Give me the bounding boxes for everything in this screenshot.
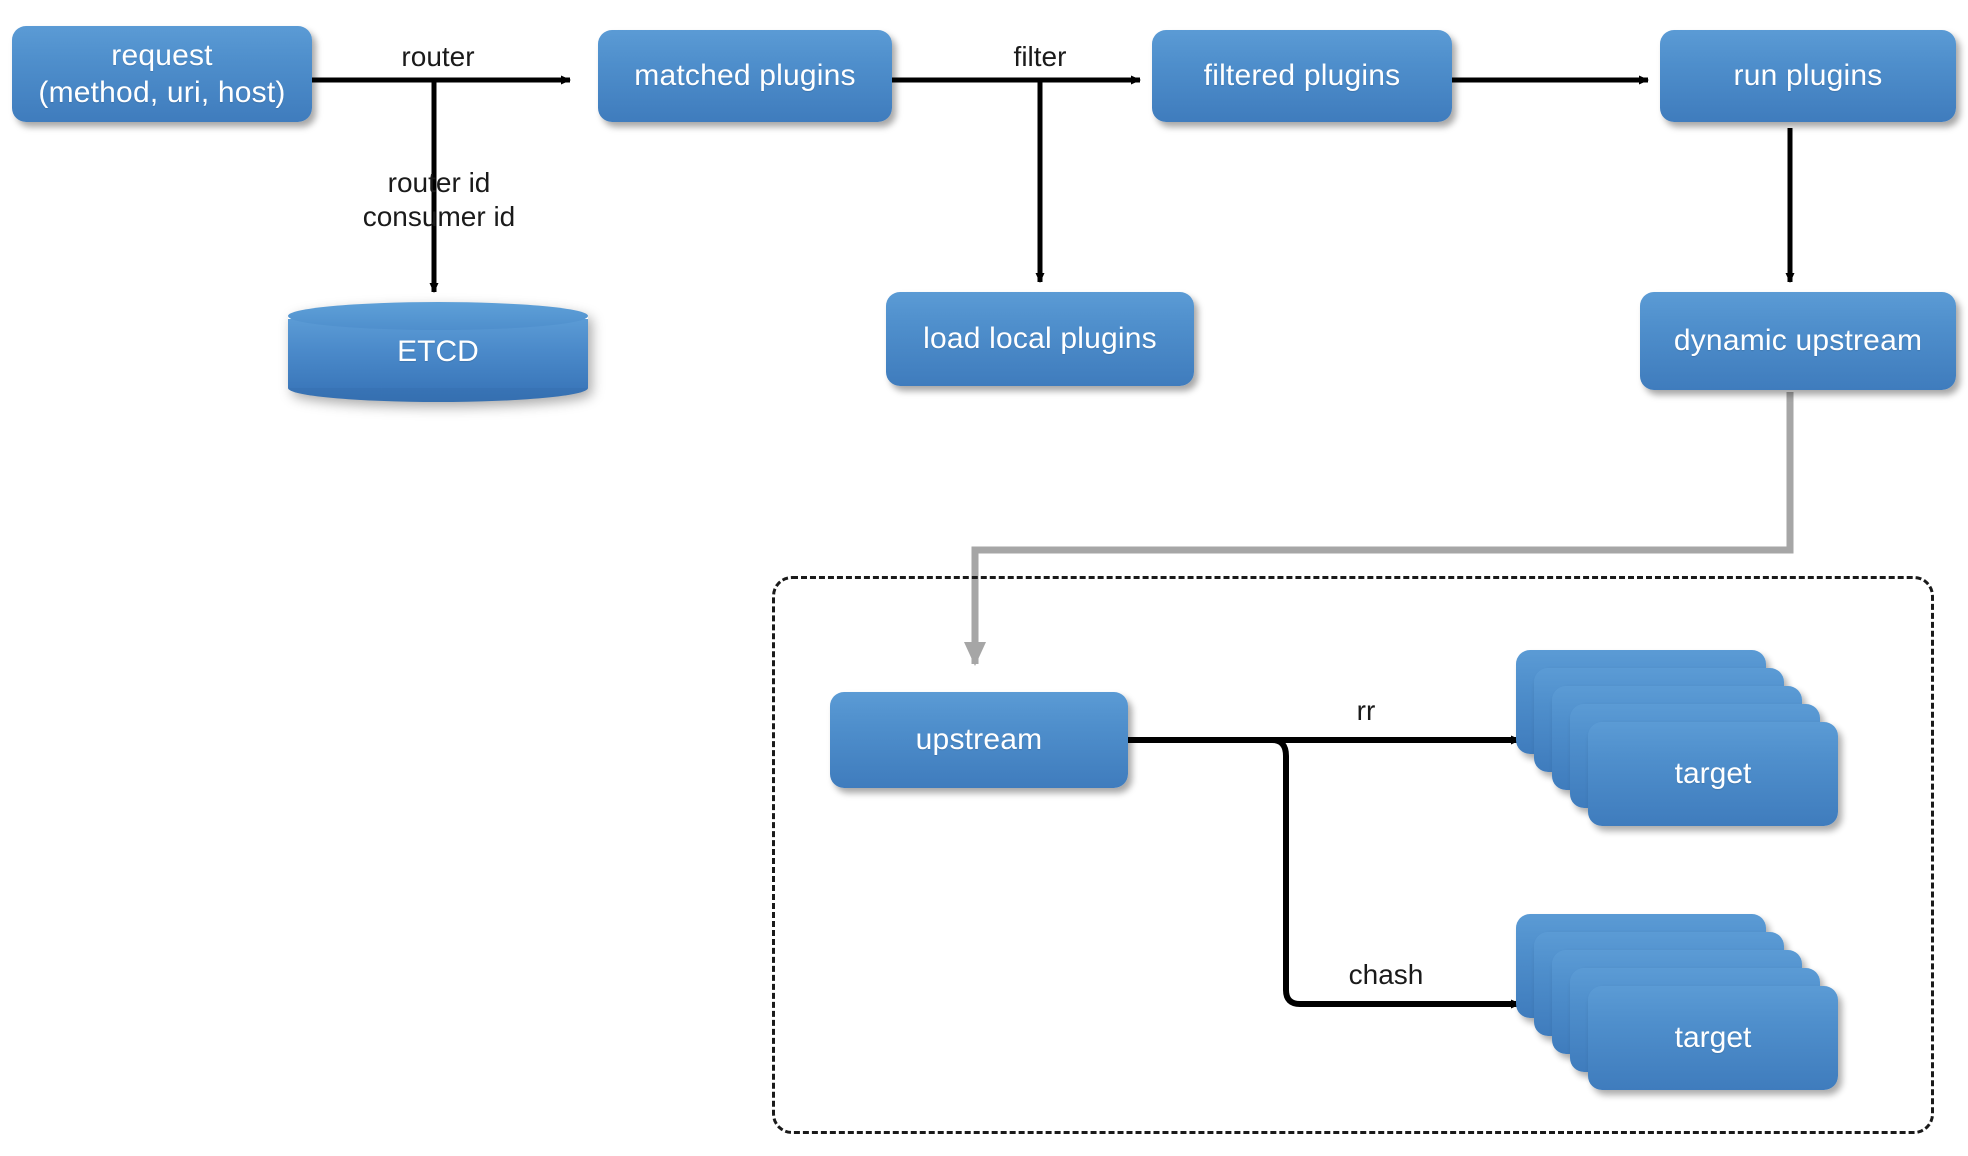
node-etcd-label: ETCD [397, 335, 479, 368]
node-load-local-plugins-label: load local plugins [923, 322, 1157, 356]
upstream-group-container [772, 576, 1934, 1134]
node-request[interactable]: request (method, uri, host) [12, 26, 312, 122]
node-target-chash-label: target [1674, 1021, 1752, 1054]
node-request-label: request (method, uri, host) [38, 38, 286, 110]
node-upstream-label: upstream [915, 723, 1043, 757]
node-run-plugins[interactable]: run plugins [1660, 30, 1956, 122]
target-rr-layer-1: target [1588, 722, 1838, 826]
target-chash-layer-1: target [1588, 986, 1838, 1090]
node-filtered-plugins-label: filtered plugins [1203, 59, 1401, 93]
node-run-plugins-label: run plugins [1733, 59, 1883, 93]
node-etcd[interactable]: ETCD [288, 302, 588, 402]
node-target-rr[interactable]: target [1516, 650, 1916, 834]
node-dynamic-upstream-label: dynamic upstream [1673, 324, 1923, 358]
node-matched-plugins[interactable]: matched plugins [598, 30, 892, 122]
edge-label-filter: filter [1013, 41, 1067, 72]
node-upstream[interactable]: upstream [830, 692, 1128, 788]
node-filtered-plugins[interactable]: filtered plugins [1152, 30, 1452, 122]
edge-label-router: router [401, 41, 475, 72]
edge-label-router-consumer-id: router id consumer id [362, 167, 516, 233]
edge-label-chash: chash [1348, 959, 1424, 990]
node-matched-plugins-label: matched plugins [634, 59, 856, 93]
node-target-chash[interactable]: target [1516, 914, 1916, 1098]
node-dynamic-upstream[interactable]: dynamic upstream [1640, 292, 1956, 390]
edge-label-rr: rr [1356, 695, 1376, 726]
etcd-cylinder-top [288, 302, 588, 330]
node-load-local-plugins[interactable]: load local plugins [886, 292, 1194, 386]
node-target-rr-label: target [1674, 757, 1752, 790]
